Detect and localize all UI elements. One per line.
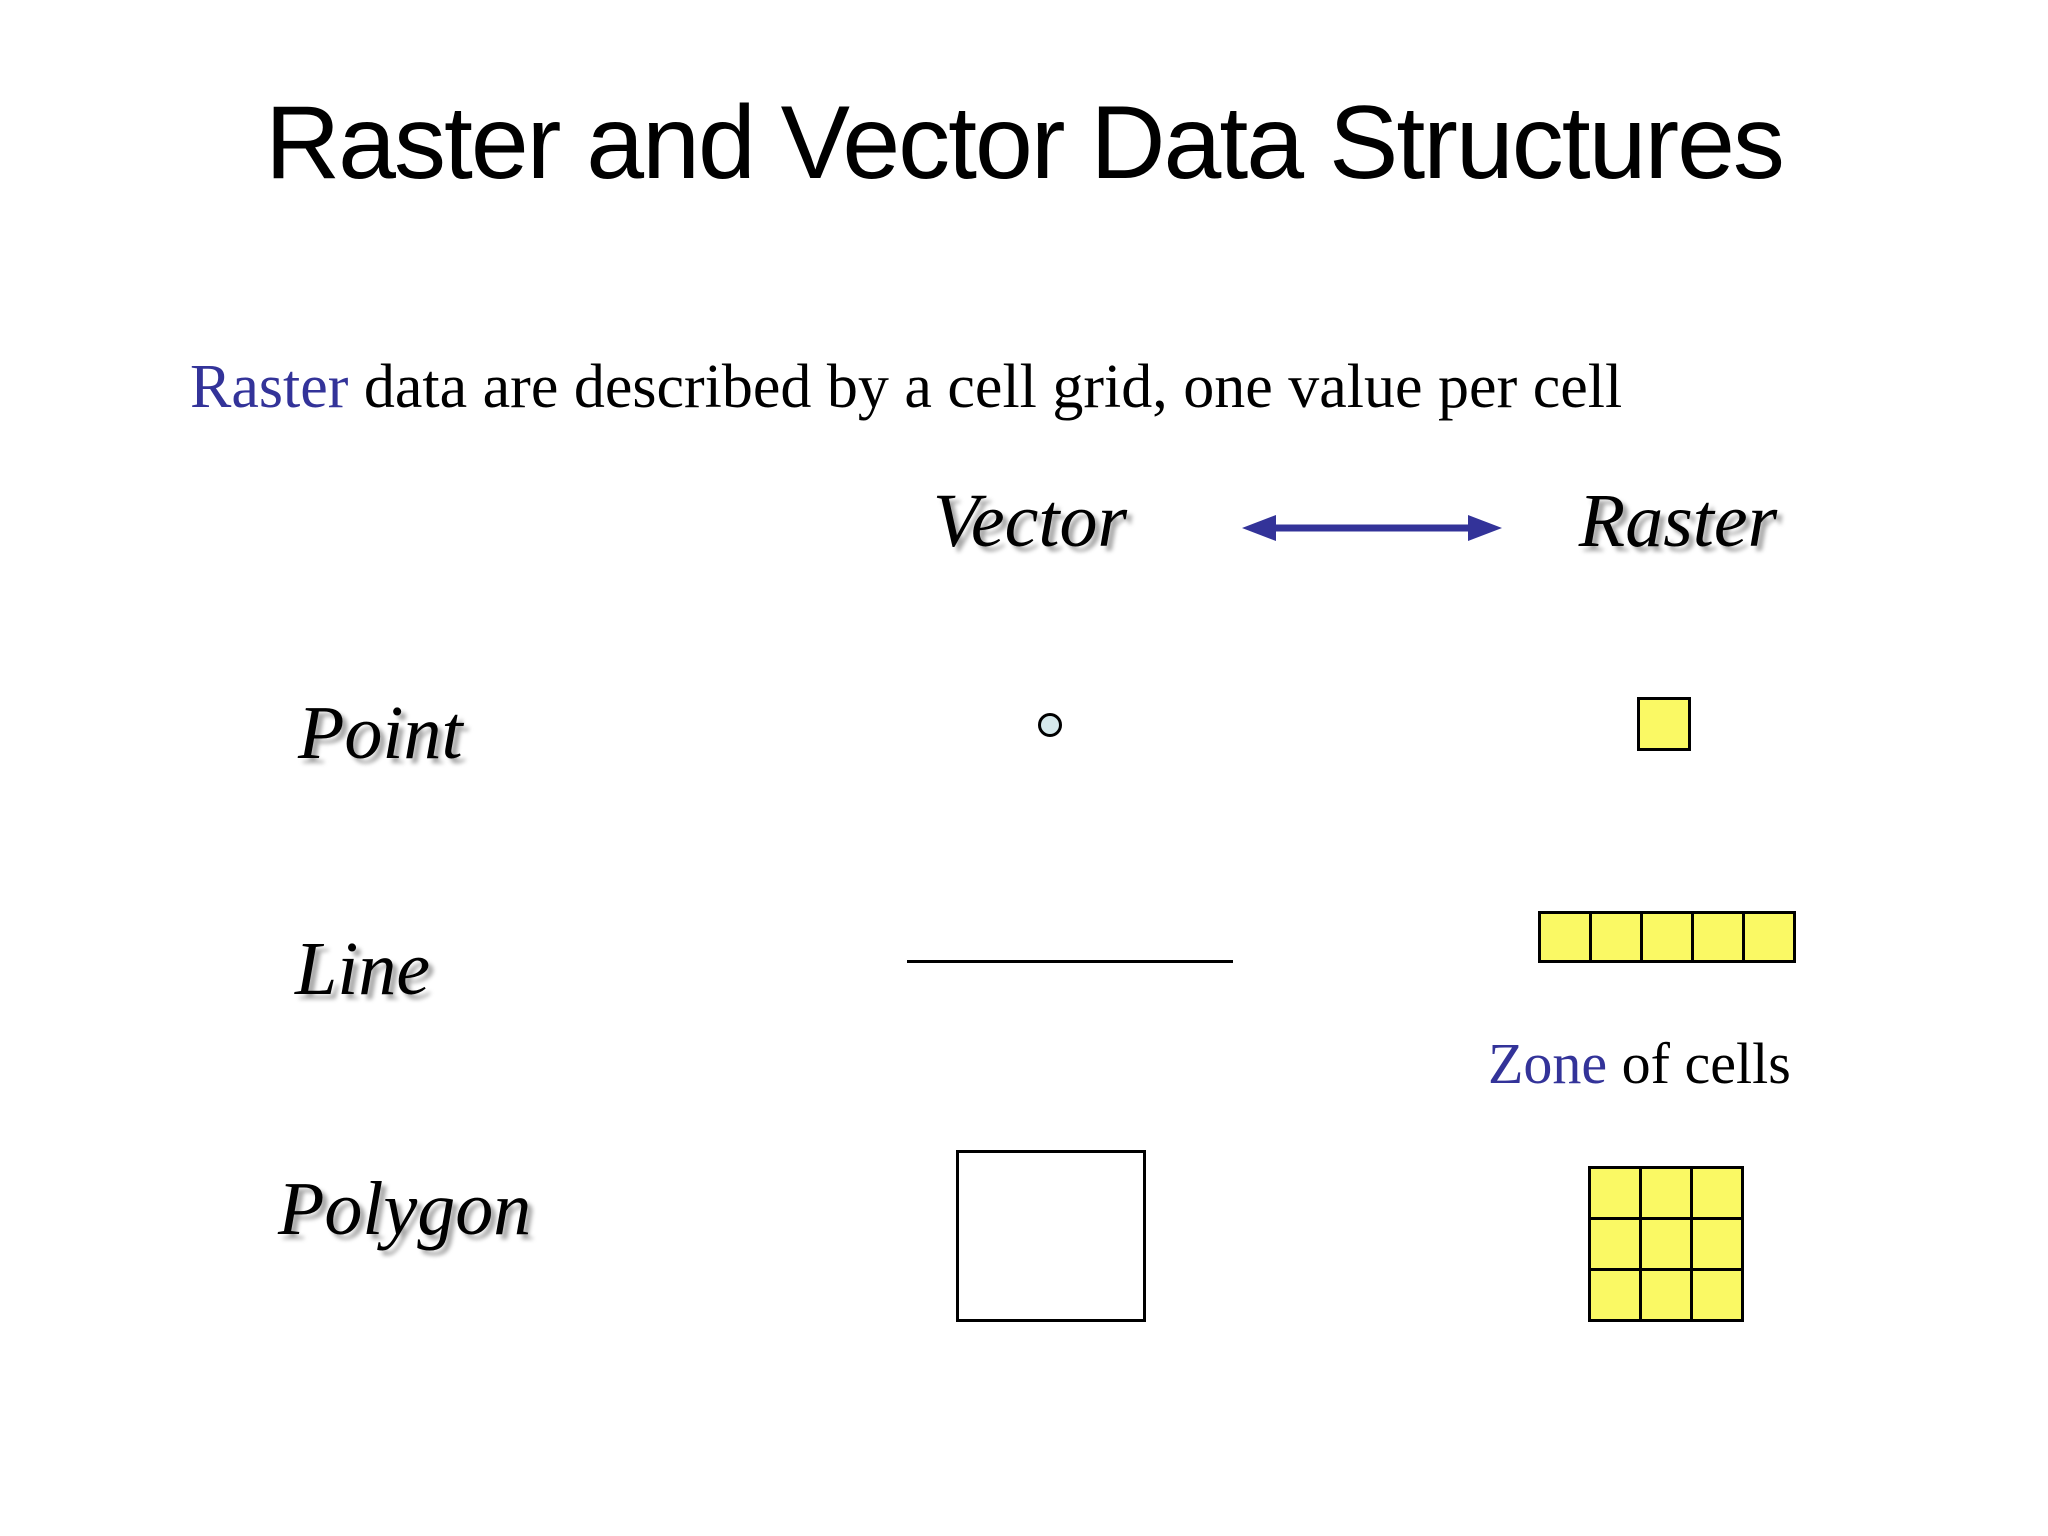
raster-cell [1541,914,1589,960]
raster-cell [1591,1271,1639,1319]
point-vector-dot-icon [1038,713,1062,737]
zone-caption: Zone of cells [1488,1030,1791,1097]
line-raster-strip [1538,911,1796,963]
zone-caption-rest: of cells [1607,1031,1791,1096]
raster-cell [1642,1271,1690,1319]
polygon-raster-grid [1588,1166,1744,1322]
double-arrow-icon [1240,506,1504,555]
raster-cell [1745,914,1793,960]
raster-cell [1693,1220,1741,1268]
raster-cell [1640,700,1688,748]
row-label-point: Point [298,691,463,775]
raster-cell [1591,1169,1639,1217]
column-header-raster: Raster [1578,479,1778,563]
raster-cell [1693,1271,1741,1319]
column-header-vector: Vector [932,479,1128,563]
zone-caption-highlight: Zone [1488,1031,1608,1096]
raster-cell [1694,914,1742,960]
point-raster-cell [1637,697,1691,751]
subtitle-rest: data are described by a cell grid, one v… [348,353,1623,421]
raster-cell [1642,1169,1690,1217]
raster-cell [1592,914,1640,960]
row-label-polygon: Polygon [278,1167,532,1251]
raster-cell [1643,914,1691,960]
polygon-vector-square-icon [956,1150,1146,1322]
subtitle: Raster data are described by a cell grid… [190,352,1622,423]
raster-cell [1642,1220,1690,1268]
raster-cell [1693,1169,1741,1217]
subtitle-highlight: Raster [190,353,349,421]
line-vector-segment-icon [907,960,1233,963]
row-label-line: Line [295,927,431,1011]
raster-cell [1591,1220,1639,1268]
page-title: Raster and Vector Data Structures [265,85,1785,201]
